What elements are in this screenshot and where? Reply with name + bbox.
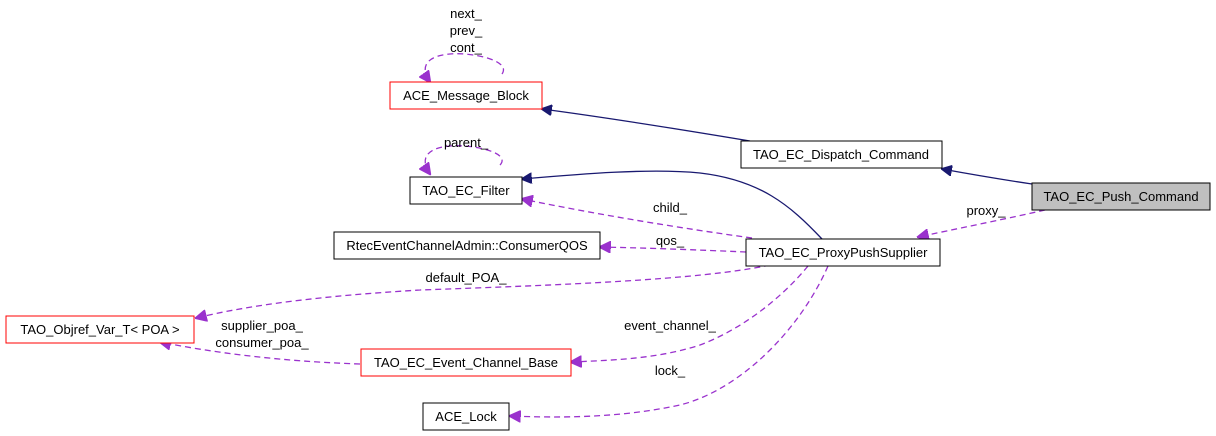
node-ace-lock-label: ACE_Lock xyxy=(435,409,497,424)
edge-message-block-self xyxy=(425,53,505,82)
label-qos: qos_ xyxy=(656,233,685,248)
node-consumer-qos-label: RtecEventChannelAdmin::ConsumerQOS xyxy=(346,238,588,253)
label-proxy: proxy_ xyxy=(966,203,1006,218)
node-consumer-qos[interactable]: RtecEventChannelAdmin::ConsumerQOS xyxy=(333,231,601,260)
node-objref-var-label: TAO_Objref_Var_T< POA > xyxy=(20,322,179,337)
edge-proxy-to-filter-child xyxy=(522,199,753,239)
label-event-channel: event_channel_ xyxy=(624,318,717,333)
node-ace-lock[interactable]: ACE_Lock xyxy=(422,402,510,431)
edge-dispatch-to-message-block xyxy=(542,109,751,142)
label-next: next_ xyxy=(450,6,483,21)
edge-proxy-to-filter xyxy=(522,170,823,240)
node-objref-var[interactable]: TAO_Objref_Var_T< POA > xyxy=(5,315,195,344)
node-push-command-label: TAO_EC_Push_Command xyxy=(1043,189,1198,204)
label-parent: parent_ xyxy=(444,135,489,150)
label-lock: lock_ xyxy=(655,363,686,378)
label-child: child_ xyxy=(653,200,688,215)
label-default-poa: default_POA_ xyxy=(426,270,508,285)
node-event-channel-base[interactable]: TAO_EC_Event_Channel_Base xyxy=(360,348,572,377)
edge-event-channel-to-objref xyxy=(160,342,361,365)
node-message-block[interactable]: ACE_Message_Block xyxy=(389,81,543,110)
node-proxy-push-supplier[interactable]: TAO_EC_ProxyPushSupplier xyxy=(745,238,941,267)
edge-proxy-to-objref xyxy=(196,264,771,318)
label-supplier-poa: supplier_poa_ xyxy=(221,318,303,333)
node-dispatch-command[interactable]: TAO_EC_Dispatch_Command xyxy=(740,140,943,169)
label-consumer-poa: consumer_poa_ xyxy=(215,335,309,350)
label-cont: cont_ xyxy=(450,40,483,55)
node-dispatch-command-label: TAO_EC_Dispatch_Command xyxy=(753,147,929,162)
node-push-command[interactable]: TAO_EC_Push_Command xyxy=(1031,182,1211,211)
node-proxy-push-supplier-label: TAO_EC_ProxyPushSupplier xyxy=(759,245,929,260)
edge-proxy-to-consumer-qos xyxy=(600,247,747,252)
edge-proxy-to-lock xyxy=(510,265,829,417)
node-event-channel-base-label: TAO_EC_Event_Channel_Base xyxy=(374,355,558,370)
label-prev: prev_ xyxy=(450,23,483,38)
node-ec-filter-label: TAO_EC_Filter xyxy=(422,183,510,198)
node-ec-filter[interactable]: TAO_EC_Filter xyxy=(409,176,523,205)
edge-filter-self xyxy=(425,145,503,174)
edge-proxy-to-event-channel xyxy=(571,265,809,362)
edge-push-to-dispatch xyxy=(942,169,1033,185)
edge-push-to-proxy xyxy=(918,209,1046,237)
node-message-block-label: ACE_Message_Block xyxy=(403,88,529,103)
